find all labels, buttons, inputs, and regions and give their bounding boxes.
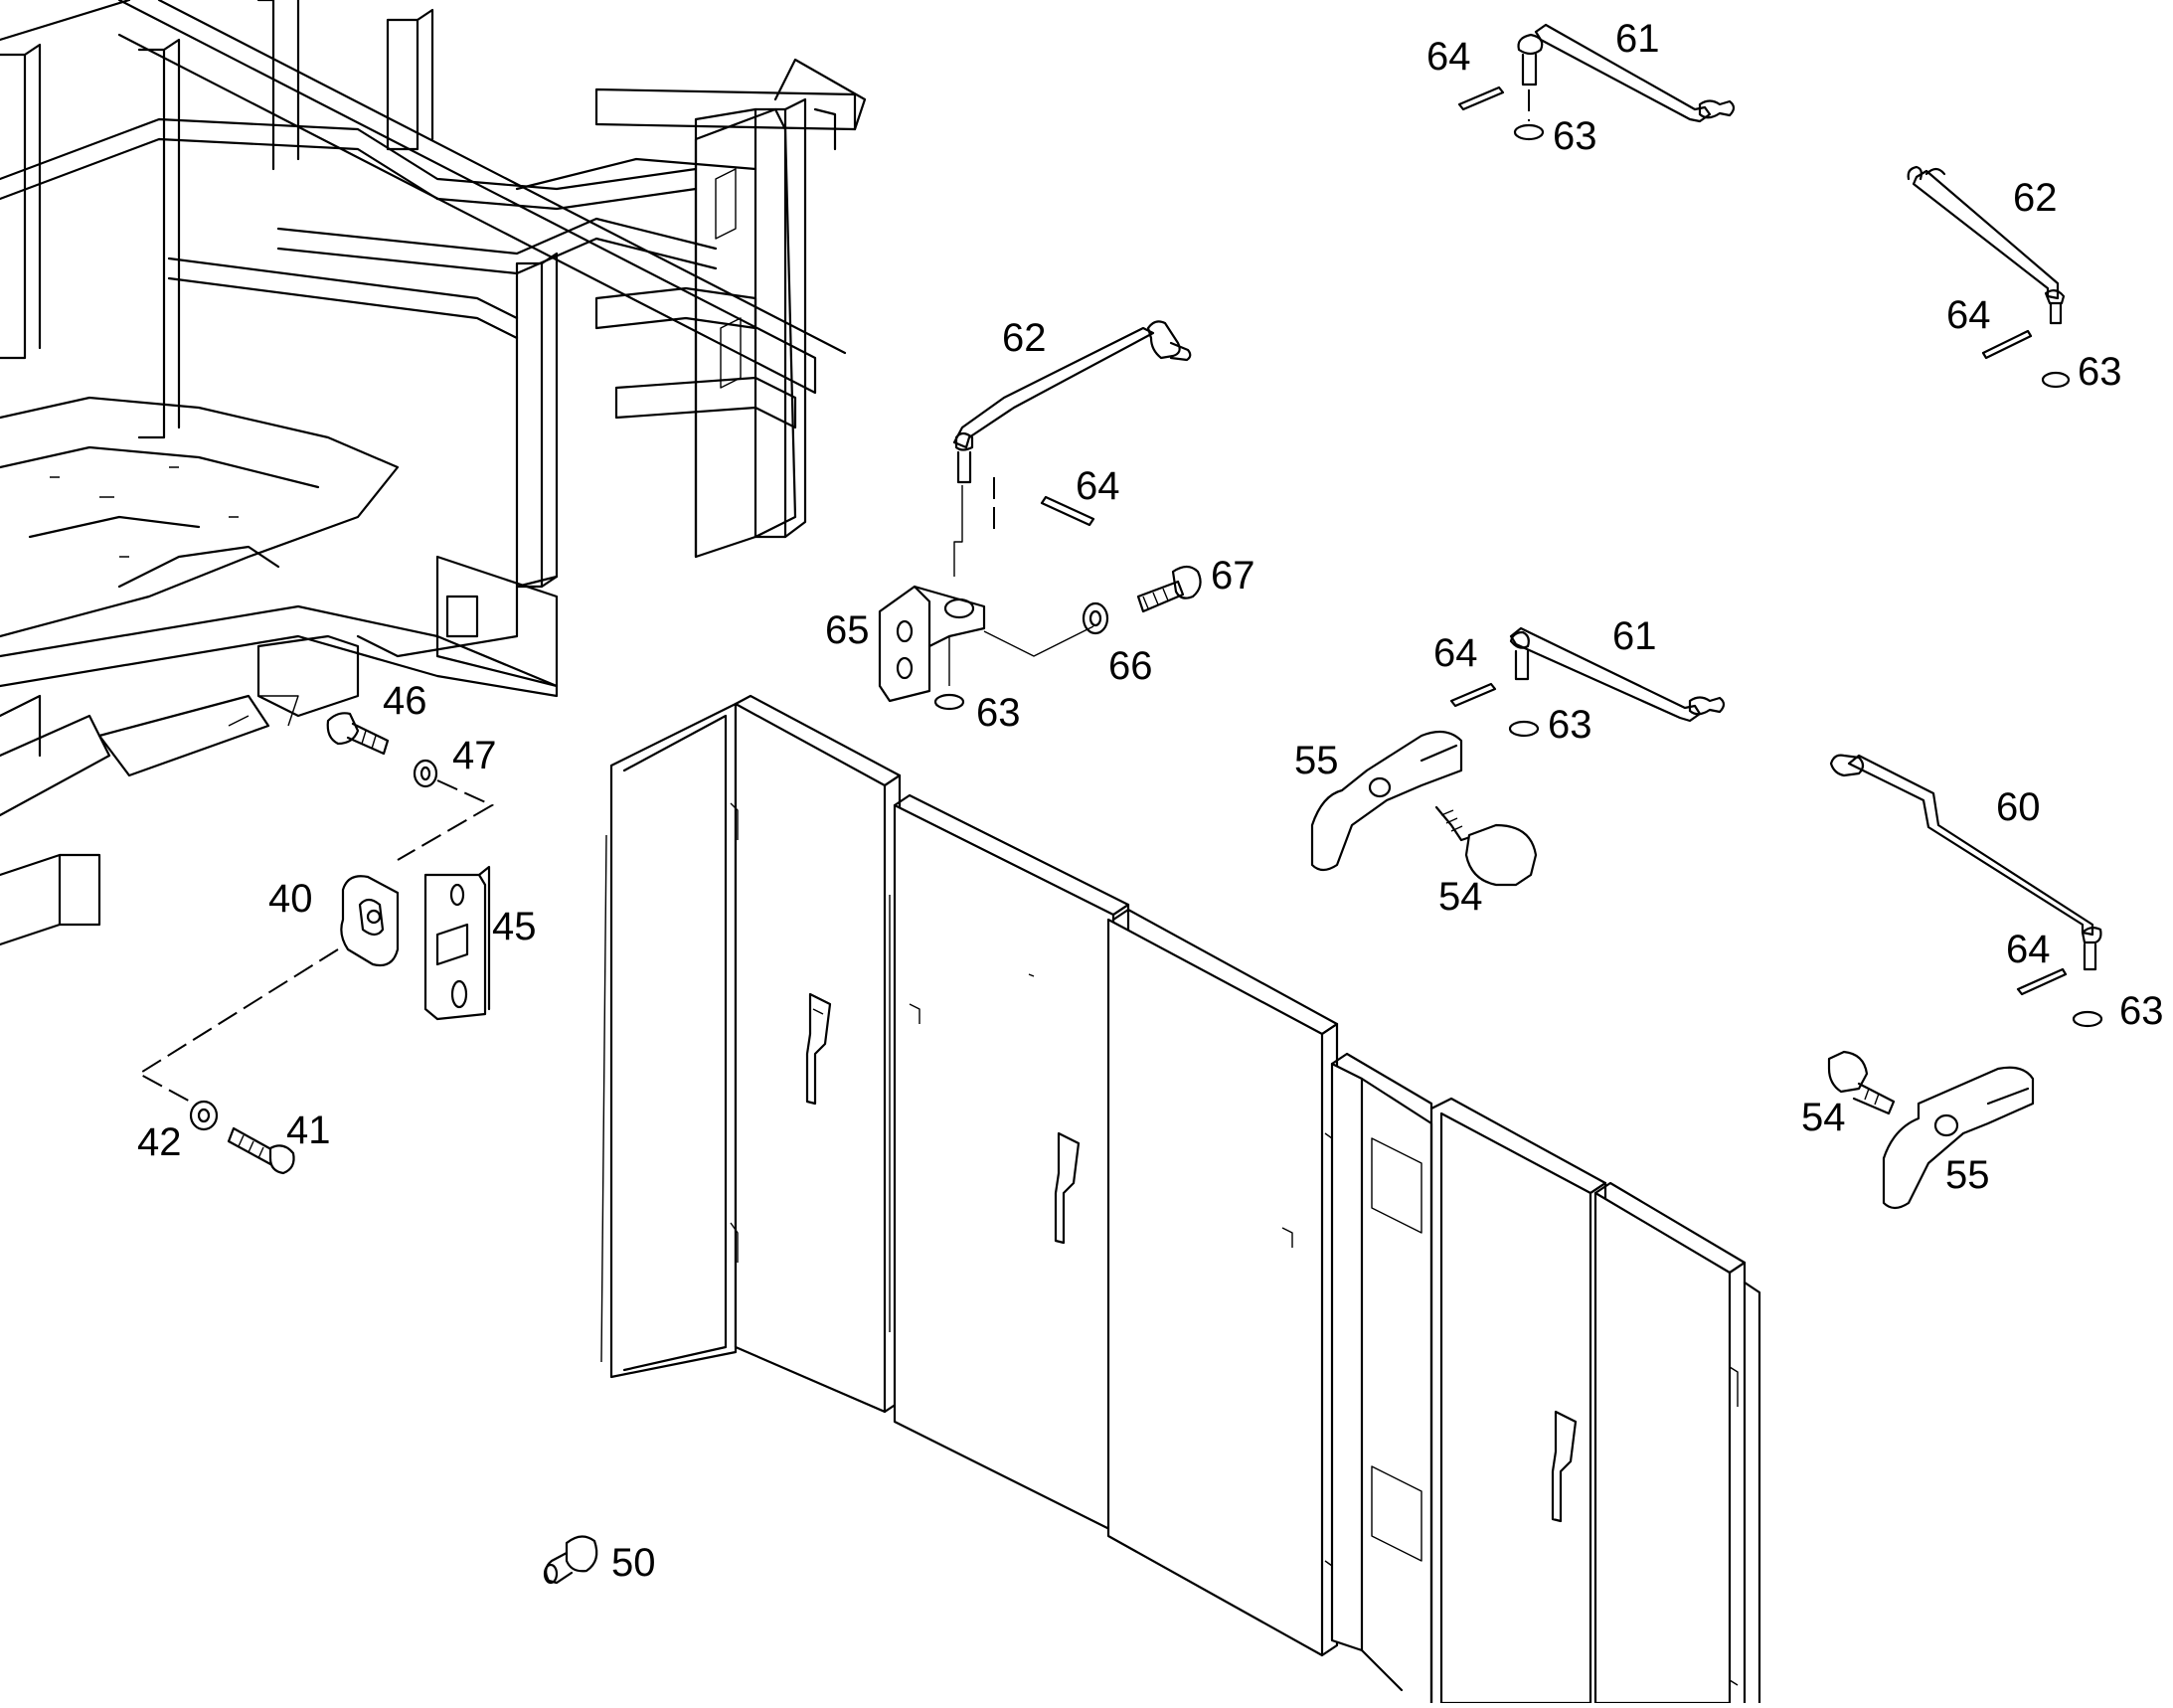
- callout-62: 62: [2013, 176, 2058, 220]
- callout-63: 63: [2078, 350, 2122, 394]
- leader-lines: [137, 477, 995, 1105]
- callout-67: 67: [1211, 554, 1255, 598]
- callout-42: 42: [137, 1120, 182, 1164]
- callout-61: 61: [1612, 614, 1657, 658]
- callout-47: 47: [452, 734, 497, 777]
- washer-42-bolt-41: [189, 1100, 295, 1175]
- knob-50: [543, 1535, 598, 1585]
- part-40: [340, 875, 400, 967]
- callout-60: 60: [1996, 785, 2041, 829]
- callout-63: 63: [1553, 114, 1597, 158]
- rod-60: [1829, 754, 2103, 1028]
- rod-61-top: [1457, 23, 1736, 141]
- callout-61: 61: [1615, 17, 1660, 61]
- washer-66-bolt-67: [1082, 565, 1202, 635]
- callout-41: 41: [286, 1109, 331, 1152]
- callout-65: 65: [825, 608, 870, 652]
- callout-63: 63: [976, 691, 1021, 735]
- callout-64: 64: [1076, 464, 1120, 508]
- callout-55: 55: [1294, 739, 1339, 782]
- callout-54: 54: [1438, 875, 1483, 919]
- callout-46: 46: [383, 679, 427, 723]
- rod-62-center: [952, 320, 1192, 527]
- callout-labels: 61 64 63 62 64 63 62 64 65 63 66 67 64 6…: [137, 17, 2164, 1585]
- callout-45: 45: [492, 905, 537, 948]
- callout-64: 64: [2006, 928, 2051, 971]
- callout-64: 64: [1433, 631, 1478, 675]
- chassis-frame: [0, 0, 867, 946]
- callout-55: 55: [1945, 1153, 1990, 1197]
- latch-55-right: [1827, 1050, 2035, 1210]
- part-45: [423, 865, 491, 1021]
- callout-63: 63: [1548, 703, 1592, 747]
- callout-50: 50: [611, 1541, 656, 1585]
- latch-55-center: [1310, 730, 1538, 887]
- callout-64: 64: [1946, 293, 1991, 337]
- callout-40: 40: [268, 877, 313, 921]
- callout-54: 54: [1801, 1096, 1846, 1139]
- bolt-46-washer-47: [326, 712, 438, 788]
- callout-64: 64: [1426, 35, 1471, 79]
- callout-62: 62: [1002, 316, 1047, 360]
- callout-63: 63: [2119, 989, 2164, 1033]
- callout-66: 66: [1108, 644, 1153, 688]
- bracket-65: [878, 485, 1094, 711]
- rod-61-center: [1449, 626, 1726, 738]
- cabinet-doors: [600, 694, 1761, 1705]
- rod-62-top-right: [1907, 165, 2071, 389]
